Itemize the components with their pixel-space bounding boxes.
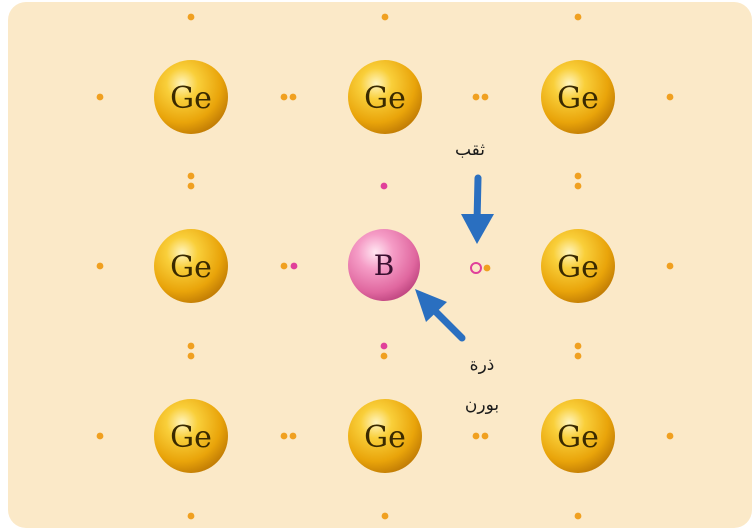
- atom-ge-bottom-center: Ge: [348, 399, 422, 473]
- electron-dot: [188, 513, 195, 520]
- atom-boron-center: B: [348, 229, 420, 301]
- electron-dot: [482, 94, 489, 101]
- atom-ge-middle-left: Ge: [154, 229, 228, 303]
- atom-label: Ge: [170, 81, 212, 116]
- electron-dot: [97, 94, 104, 101]
- atom-ge-bottom-left: Ge: [154, 399, 228, 473]
- atom-label: Ge: [557, 81, 599, 116]
- electron-dot: [188, 343, 195, 350]
- electron-dot: [290, 433, 297, 440]
- electron-dot: [188, 173, 195, 180]
- atom-label: B: [374, 249, 395, 282]
- hole-label: ثقب: [455, 140, 485, 160]
- electron-dot: [575, 183, 582, 190]
- electron-dot: [188, 14, 195, 21]
- electron-dot: [281, 433, 288, 440]
- atom-label: Ge: [170, 250, 212, 285]
- electron-dot: [473, 433, 480, 440]
- atom-ge-top-center: Ge: [348, 60, 422, 134]
- electron-dot: [482, 433, 489, 440]
- electron-dot: [575, 173, 582, 180]
- electron-dot: [381, 353, 388, 360]
- electron-dot: [291, 263, 298, 270]
- electron-dot: [382, 513, 389, 520]
- electron-dot: [575, 343, 582, 350]
- atom-ge-middle-right: Ge: [541, 229, 615, 303]
- electron-dot: [667, 263, 674, 270]
- electron-dot: [281, 94, 288, 101]
- electron-dot: [381, 343, 388, 350]
- electron-dot: [382, 14, 389, 21]
- atom-label: Ge: [557, 250, 599, 285]
- atom-ge-top-right: Ge: [541, 60, 615, 134]
- electron-dot: [281, 263, 288, 270]
- electron-dot: [575, 353, 582, 360]
- atom-ge-top-left: Ge: [154, 60, 228, 134]
- electron-dot: [188, 353, 195, 360]
- boron-atom-label-line2: بورن: [465, 395, 499, 415]
- electron-dot: [484, 265, 491, 272]
- electron-dot: [97, 263, 104, 270]
- electron-dot: [381, 183, 388, 190]
- electron-dot: [97, 433, 104, 440]
- atom-label: Ge: [364, 420, 406, 455]
- boron-atom-label-line1: ذرة: [470, 355, 495, 375]
- electron-dot: [188, 183, 195, 190]
- electron-dot: [473, 94, 480, 101]
- atom-label: Ge: [557, 420, 599, 455]
- electron-dot: [667, 94, 674, 101]
- electron-dot: [575, 14, 582, 21]
- atom-ge-bottom-right: Ge: [541, 399, 615, 473]
- electron-dot: [290, 94, 297, 101]
- atom-label: Ge: [170, 420, 212, 455]
- electron-dot: [575, 513, 582, 520]
- electron-dot: [667, 433, 674, 440]
- atom-label: Ge: [364, 81, 406, 116]
